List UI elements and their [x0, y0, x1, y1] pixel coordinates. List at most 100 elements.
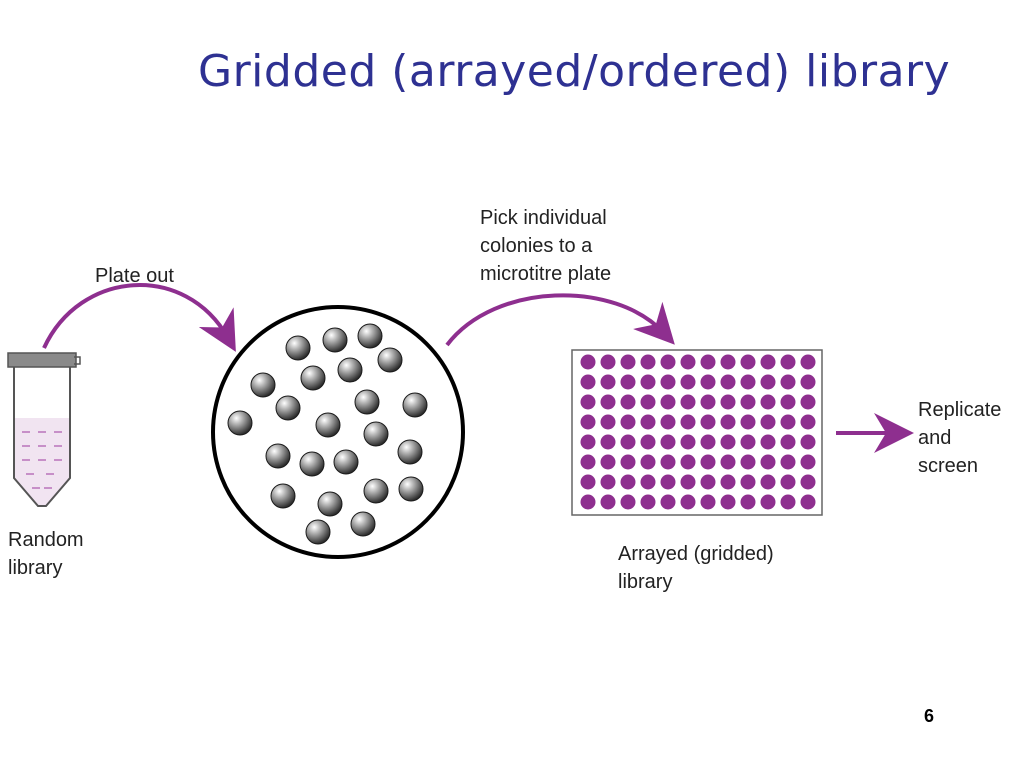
arrayed-library-label: Arrayed (gridded) library [618, 543, 774, 593]
plate-well [720, 434, 736, 450]
tube-icon [7, 352, 81, 507]
plate-well [700, 454, 716, 470]
plate-out-label: Plate out [95, 265, 174, 287]
plate-well [660, 474, 676, 490]
plate-well [780, 354, 796, 370]
plate-well [620, 354, 636, 370]
colony [270, 483, 296, 509]
plate-well [800, 394, 816, 410]
plate-wells [580, 354, 816, 510]
colony [227, 410, 253, 436]
plate-well [720, 374, 736, 390]
replicate-screen-label: Replicate and screen [918, 399, 1002, 477]
plate-well [680, 394, 696, 410]
plate-well [600, 394, 616, 410]
plate-well [640, 354, 656, 370]
plate-well [680, 454, 696, 470]
plate-well [800, 474, 816, 490]
colony [377, 347, 403, 373]
plate-well [800, 434, 816, 450]
plate-well [640, 454, 656, 470]
plate-well [800, 454, 816, 470]
plate-well [660, 374, 676, 390]
plate-well [720, 394, 736, 410]
colony [322, 327, 348, 353]
colonies [227, 323, 428, 545]
plate-well [740, 454, 756, 470]
plate-well [700, 414, 716, 430]
plate-well [580, 374, 596, 390]
plate-well [780, 394, 796, 410]
colony [300, 365, 326, 391]
plate-well [740, 494, 756, 510]
plate-well [600, 374, 616, 390]
plate-well [640, 394, 656, 410]
plate-well [740, 474, 756, 490]
plate-well [600, 354, 616, 370]
plate-well [580, 474, 596, 490]
plate-well [580, 494, 596, 510]
plate-well [660, 494, 676, 510]
plate-well [680, 434, 696, 450]
plate-well [600, 474, 616, 490]
colony [350, 511, 376, 537]
plate-well [640, 414, 656, 430]
colony [398, 476, 424, 502]
plate-well [660, 394, 676, 410]
plate-out-arrow [42, 283, 236, 352]
plate-well [760, 354, 776, 370]
plate-well [660, 434, 676, 450]
plate-well [700, 374, 716, 390]
plate-well [760, 494, 776, 510]
tube-liquid [14, 418, 70, 506]
plate-well [640, 374, 656, 390]
plate-well [680, 354, 696, 370]
plate-well [640, 474, 656, 490]
plate-well [620, 474, 636, 490]
plate-well [620, 434, 636, 450]
colony [357, 323, 383, 349]
colony [315, 412, 341, 438]
plate-well [660, 354, 676, 370]
colony [299, 451, 325, 477]
colony [285, 335, 311, 361]
colony [333, 449, 359, 475]
plate-well [700, 474, 716, 490]
plate-well [680, 494, 696, 510]
plate-well [700, 494, 716, 510]
plate-well [740, 414, 756, 430]
plate-well [700, 394, 716, 410]
plate-well [680, 414, 696, 430]
plate-well [660, 454, 676, 470]
colony [354, 389, 380, 415]
plate-well [580, 354, 596, 370]
plate-well [600, 454, 616, 470]
plate-well [740, 434, 756, 450]
plate-well [660, 414, 676, 430]
plate-well [720, 494, 736, 510]
plate-well [760, 434, 776, 450]
plate-well [620, 374, 636, 390]
random-library-label: Random library [8, 529, 84, 579]
plate-well [600, 434, 616, 450]
colony [363, 421, 389, 447]
colony [337, 357, 363, 383]
plate-well [780, 454, 796, 470]
pick-arrow [445, 293, 675, 347]
plate-well [760, 454, 776, 470]
plate-well [720, 354, 736, 370]
tube-liquid-dashes [22, 431, 62, 489]
colony [402, 392, 428, 418]
plate-well [620, 394, 636, 410]
page-number: 6 [924, 706, 935, 726]
plate-well [720, 414, 736, 430]
plate-well [780, 494, 796, 510]
plate-well [580, 394, 596, 410]
plate-well [620, 454, 636, 470]
colony [317, 491, 343, 517]
plate-well [780, 374, 796, 390]
plate-well [780, 434, 796, 450]
plate-well [800, 354, 816, 370]
plate-well [580, 434, 596, 450]
